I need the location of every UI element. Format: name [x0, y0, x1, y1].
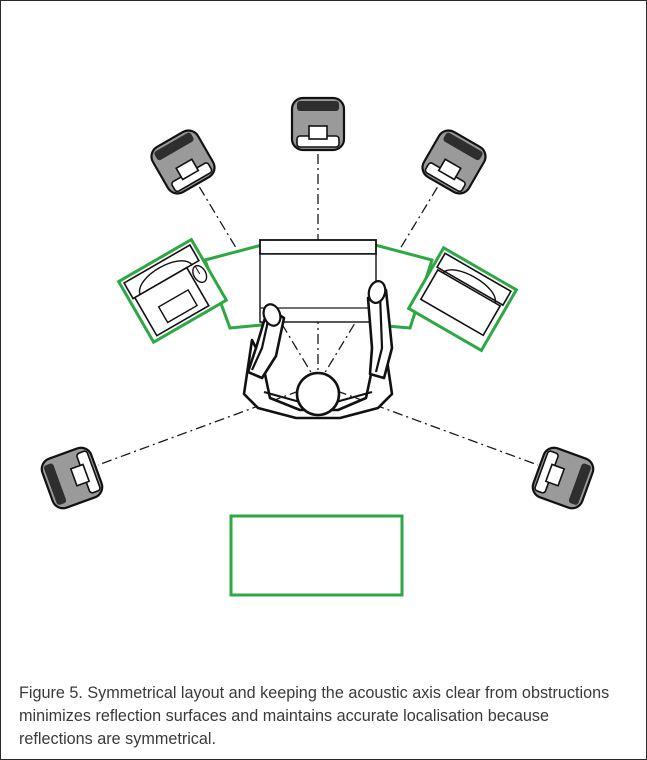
listener-head [295, 371, 341, 417]
laptop-icon [406, 245, 519, 353]
speaker-layout-diagram [37, 96, 598, 597]
speaker-icon [528, 443, 598, 513]
speaker-icon [290, 96, 346, 152]
speaker-icon [146, 125, 220, 199]
laptop-icon [116, 237, 229, 345]
monitor-icon [259, 239, 377, 255]
speaker-icon [37, 443, 107, 513]
speaker-icon [417, 125, 491, 199]
desk-with-side-surfaces [203, 239, 434, 330]
figure-caption: Figure 5. Symmetrical layout and keeping… [19, 684, 610, 748]
rear-table [229, 514, 404, 597]
mouse-icon [192, 264, 208, 284]
listener-icon [242, 280, 394, 420]
acoustic-axis-lines [97, 150, 539, 466]
